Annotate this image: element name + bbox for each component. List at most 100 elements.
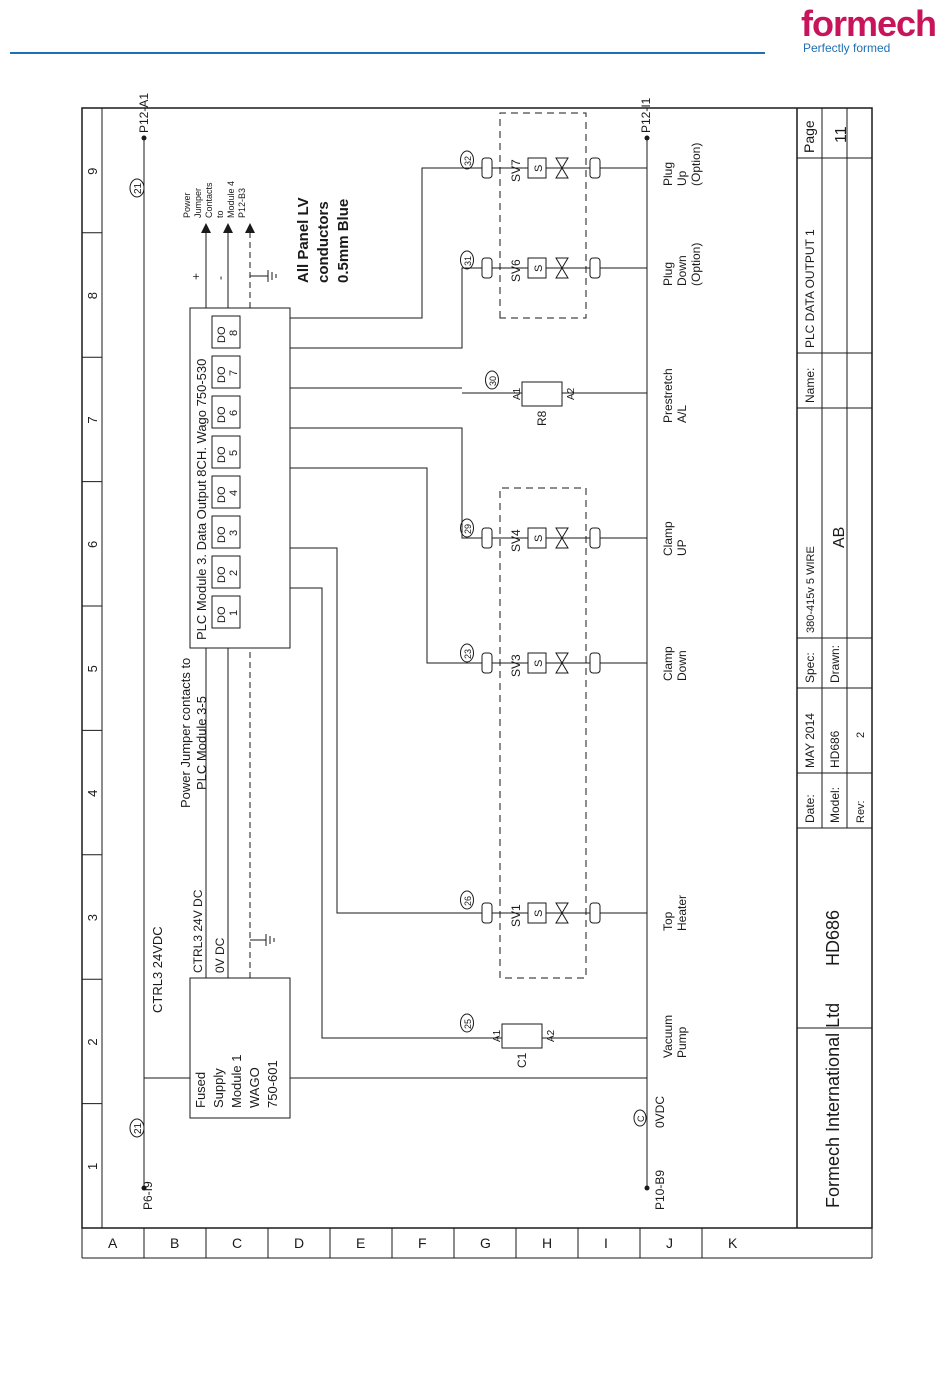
wire-number: 26	[463, 896, 473, 906]
relay-c1-name: C1	[515, 1052, 529, 1068]
wire-number-bubble	[460, 643, 474, 663]
name-label: Name:	[803, 368, 817, 403]
plc-channel-type: DO	[216, 526, 228, 543]
plc-channel-type: DO	[216, 326, 228, 343]
polarity-minus: -	[213, 276, 227, 280]
plc-channel-num: 6	[228, 410, 240, 416]
load-label: Prestretch	[661, 368, 675, 423]
plc-channel-num: 5	[228, 450, 240, 456]
plc-channel-box	[211, 555, 241, 589]
page-header: formech Perfectly formed	[0, 0, 950, 70]
load-label: Pump	[675, 1026, 689, 1058]
wire-number: 31	[463, 256, 473, 266]
brand-name: formech	[800, 3, 937, 44]
connector	[589, 257, 601, 279]
column-label: 4	[85, 790, 100, 797]
plc-channel-box	[211, 515, 241, 549]
brand-logo: formech Perfectly formed	[800, 3, 937, 56]
ref-p12a1: P12-A1	[137, 93, 151, 133]
title-block: Formech International Ltd HD686 Date: MA…	[796, 108, 872, 1228]
column-label: 7	[85, 416, 100, 423]
plc-channel-num: 1	[228, 610, 240, 616]
solenoid	[527, 902, 547, 924]
plc-channel-num: 8	[228, 330, 240, 336]
wire-number-bubble	[460, 150, 474, 170]
relay-c1-a1: A1	[492, 1029, 503, 1042]
load-label: Heater	[675, 895, 689, 931]
relay-r8-a1: A1	[512, 387, 523, 400]
ref-p12i1: P12-I1	[639, 97, 653, 133]
relay-c1-a2: A2	[546, 1029, 557, 1042]
jumper-right-line: P12-B3	[237, 188, 247, 218]
page-label: Page	[801, 120, 817, 153]
label-0vdc-ref: 0VDC	[653, 1096, 667, 1128]
load-label: Plug	[661, 262, 675, 286]
wire-number: 23	[463, 649, 473, 659]
valve-icon	[555, 527, 569, 549]
row-label: J	[666, 1235, 673, 1251]
svg-text:21: 21	[133, 182, 144, 194]
relay-r8-name: R8	[535, 410, 549, 426]
plc-channel-box	[211, 475, 241, 509]
model-value: HD686	[828, 730, 842, 768]
relay-r8-a2: A2	[566, 387, 577, 400]
load-label: Down	[675, 650, 689, 681]
route-do2	[290, 547, 477, 914]
solenoid	[527, 652, 547, 674]
plc-channel-type: DO	[216, 606, 228, 623]
note-line: conductors	[315, 201, 332, 283]
supply-box	[189, 977, 291, 1119]
supply-line: 750-601	[265, 1060, 280, 1108]
solenoid-s: S	[533, 535, 545, 542]
spec-value: 380-415v 5 WIRE	[805, 546, 817, 633]
valve-label: SV3	[509, 654, 523, 677]
jumper-right-line: to	[215, 210, 225, 218]
model-label: Model:	[828, 787, 842, 823]
solenoid	[527, 257, 547, 279]
plc-channel-box	[211, 355, 241, 389]
route-do7	[290, 267, 477, 349]
wire-number: 25	[463, 1019, 473, 1029]
valve-icon	[555, 902, 569, 924]
valve-label: SV4	[509, 529, 523, 552]
wire-number-bubble	[460, 250, 474, 270]
connector	[589, 157, 601, 179]
wire-number-bubble	[460, 890, 474, 910]
row-label: A	[108, 1235, 118, 1251]
solenoid	[527, 527, 547, 549]
spec-label: Spec:	[803, 652, 817, 683]
supply-line: Supply	[211, 1068, 226, 1108]
plc-channel-num: 3	[228, 530, 240, 536]
row-label: H	[542, 1235, 552, 1251]
supply-line: Fused	[193, 1072, 208, 1108]
route-do8	[290, 167, 477, 319]
plc-channel-box	[211, 395, 241, 429]
row-label: G	[480, 1235, 491, 1251]
svg-text:C: C	[636, 1115, 646, 1122]
load-label: (Option)	[689, 143, 703, 186]
wire-number-bubble	[460, 1013, 474, 1033]
column-label: 2	[85, 1038, 100, 1045]
ref-p10: P10-B9	[653, 1170, 667, 1210]
power-jumper-line2: PLC Module 3-5	[194, 696, 209, 790]
svg-text:21: 21	[133, 1122, 144, 1134]
valve-icon	[555, 157, 569, 179]
route-do1	[290, 587, 432, 1039]
date-value: MAY 2014	[803, 713, 817, 768]
load-label: (Option)	[689, 243, 703, 286]
plc-channel-box	[211, 315, 241, 349]
load-label: UP	[675, 539, 689, 556]
jumper-right-line: Contacts	[204, 182, 214, 218]
wire-number-bubble	[460, 518, 474, 538]
load-label: Top	[661, 911, 675, 931]
jumper-right-line: Power	[182, 192, 192, 218]
connector	[589, 527, 601, 549]
row-label: B	[170, 1235, 179, 1251]
row-label: D	[294, 1235, 304, 1251]
connector	[589, 652, 601, 674]
plc-channel-num: 4	[228, 490, 240, 496]
row-label: K	[728, 1235, 738, 1251]
